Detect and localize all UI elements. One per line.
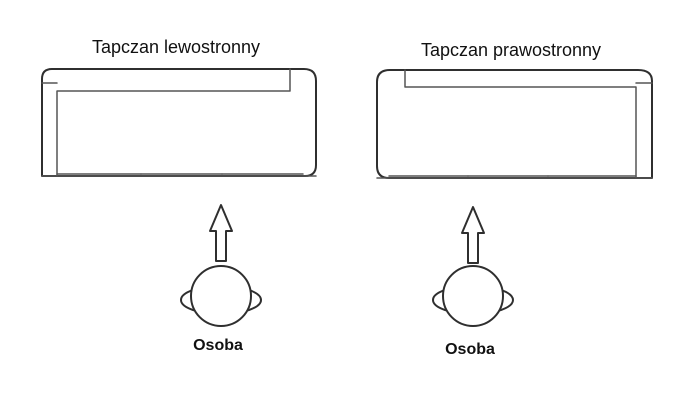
left-arrow [209, 204, 233, 262]
left-panel: Tapczan lewostronny Osoba [41, 37, 317, 354]
right-sofa [376, 69, 653, 179]
right-head [442, 265, 504, 327]
right-person-icon [432, 265, 514, 327]
left-person-label: Osoba [193, 337, 243, 354]
left-sofa [41, 68, 317, 177]
right-person-label: Osoba [445, 341, 495, 358]
right-arrow [461, 206, 485, 264]
right-panel: Tapczan prawostronny Osoba [376, 40, 653, 358]
right-title: Tapczan prawostronny [421, 40, 601, 60]
left-title: Tapczan lewostronny [92, 37, 260, 57]
left-head [190, 265, 252, 327]
left-person-icon [180, 265, 262, 327]
